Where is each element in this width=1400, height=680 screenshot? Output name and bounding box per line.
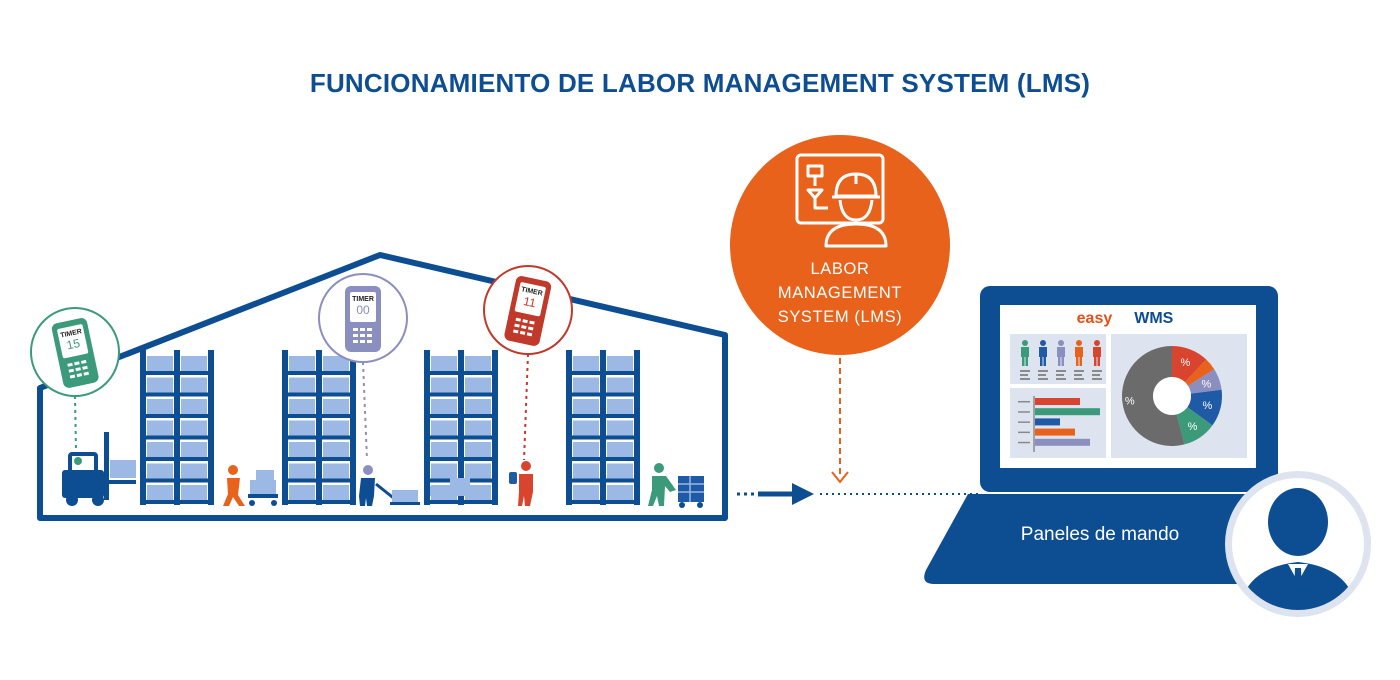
bar-tick — [1018, 431, 1030, 434]
lms-worker-monitor-icon — [795, 153, 888, 248]
pie-percent-label: % — [1125, 396, 1135, 408]
pie-percent-label: % — [1202, 400, 1212, 412]
timer-label: TIMER — [352, 296, 374, 303]
arrow-right-icon — [792, 483, 814, 505]
page-title: FUNCIONAMIENTO DE LABOR MANAGEMENT SYSTE… — [309, 68, 1091, 98]
shelving-racks — [140, 350, 640, 505]
bar-tick — [1018, 421, 1030, 423]
lms-label-line: LABOR — [810, 260, 870, 278]
dashboard-screen: %%%%% — [1010, 334, 1247, 458]
dashboards-label: Paneles de mando — [1020, 524, 1180, 545]
shelving-rack — [140, 350, 214, 505]
worker-figure — [1092, 340, 1102, 380]
forklift-icon — [62, 432, 136, 506]
worker-figure — [1056, 340, 1066, 380]
timer-value: 15 — [65, 336, 81, 353]
arrow-down-icon — [831, 471, 849, 484]
worker-figures — [1020, 340, 1102, 380]
bar-tick — [1018, 401, 1030, 403]
easywms-logo: easy WMS — [1002, 310, 1248, 328]
pie-percent-label: % — [1181, 357, 1191, 369]
brand-left: easy — [1076, 310, 1113, 327]
pie-percent-label: % — [1201, 379, 1211, 391]
pie-chart: %%%%% — [1121, 346, 1222, 446]
shelving-rack — [282, 350, 356, 505]
timer-label: TIMER — [60, 328, 83, 339]
bar-chart — [1018, 396, 1100, 452]
bar — [1035, 428, 1075, 436]
worker-figure — [1038, 340, 1048, 380]
worker-orange-icon — [223, 465, 278, 506]
pie-slice — [1185, 359, 1215, 386]
worker-purple-icon — [359, 465, 420, 506]
bar — [1035, 418, 1060, 426]
lms-label-line: MANAGEMENT — [777, 284, 903, 302]
worker-teal-icon — [648, 463, 704, 508]
shelving-rack — [566, 350, 640, 505]
pie-percent-label: % — [1188, 421, 1198, 433]
pie-slice — [1187, 389, 1222, 426]
timer-value: 11 — [522, 294, 537, 310]
warehouse-workers — [62, 432, 704, 508]
bar — [1035, 438, 1090, 446]
bar-tick — [1018, 441, 1030, 444]
bar-tick — [1018, 411, 1030, 413]
worker-figure — [1020, 340, 1030, 380]
shelving-rack — [424, 350, 498, 505]
bar — [1035, 408, 1100, 416]
pie-slice — [1188, 369, 1222, 394]
data-flow-connector — [737, 483, 980, 505]
pie-slice — [1176, 407, 1213, 445]
worker-red-icon — [430, 461, 533, 506]
pie-slice — [1121, 346, 1185, 446]
pie-slice — [1172, 346, 1207, 383]
brand-right: WMS — [1134, 310, 1174, 327]
bar — [1035, 398, 1080, 405]
timer-value: 00 — [356, 303, 370, 317]
worker-figure — [1074, 340, 1084, 380]
lms-down-connector — [831, 358, 849, 484]
timer-label: TIMER — [520, 286, 543, 297]
lms-label-line: SYSTEM (LMS) — [777, 308, 903, 326]
user-avatar — [1225, 471, 1371, 617]
